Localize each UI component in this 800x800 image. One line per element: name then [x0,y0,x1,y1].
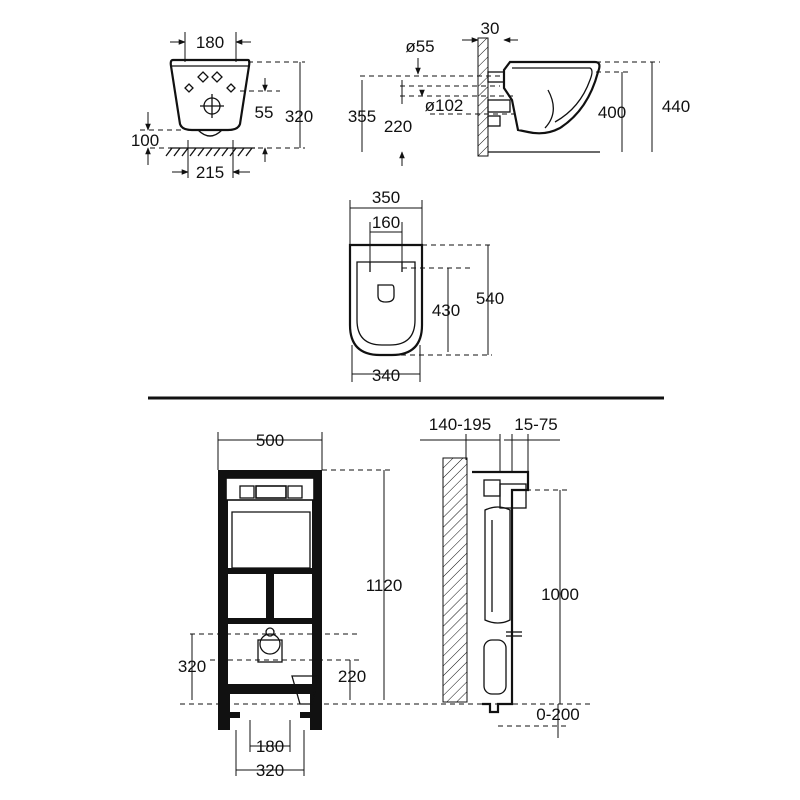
dim-frame-side-height: 1000 [541,585,579,604]
dim-total-height: 440 [662,97,690,116]
dim-inlet-height: 55 [255,103,274,122]
dim-inner-length: 430 [432,301,460,320]
dim-bottom-width: 340 [372,366,400,385]
dim-inlet-height: 320 [178,657,206,676]
fixing-marks [184,71,236,118]
dim-outer-width: 350 [372,188,400,207]
dim-frame-width: 500 [256,431,284,450]
bowl-front-outline [169,58,251,132]
dim-bolt-spacing: 180 [256,737,284,756]
dim-outlet-diameter: ø102 [425,96,464,115]
frame-side-view: 140-195 15-75 1000 0-200 [420,415,580,738]
dim-depth-adjust: 15-75 [514,415,557,434]
bowl-side-outline [502,60,601,135]
dim-wall-offset: 30 [481,19,500,38]
side-bowl-view: ø55 30 ø102 355 220 400 440 [348,19,690,166]
dim-outlet-height: 220 [384,117,412,136]
dim-bolt-spacing: 160 [372,213,400,232]
dim-wall-distance: 140-195 [429,415,491,434]
dim-total-length: 540 [476,289,504,308]
dim-top-width: 180 [196,33,224,52]
dim-floor-offset: 100 [131,131,159,150]
dim-outlet-height-total: 355 [348,107,376,126]
frame-front-view: 500 1120 320 220 180 320 [178,431,590,780]
front-bowl-view: 180 55 320 100 215 [131,32,313,182]
frame-side-outline [472,470,530,714]
dim-bottom-width: 215 [196,163,224,182]
dim-outlet-height: 220 [338,667,366,686]
dim-inlet-diameter: ø55 [405,37,434,56]
dim-frame-height: 1120 [366,576,403,595]
dim-rim-height: 400 [598,103,626,122]
dim-foot-spacing: 320 [256,761,284,780]
dim-height: 320 [285,107,313,126]
top-bowl-view: 350 160 430 540 340 [348,188,504,385]
dim-floor-adjust: 0-200 [536,705,579,724]
